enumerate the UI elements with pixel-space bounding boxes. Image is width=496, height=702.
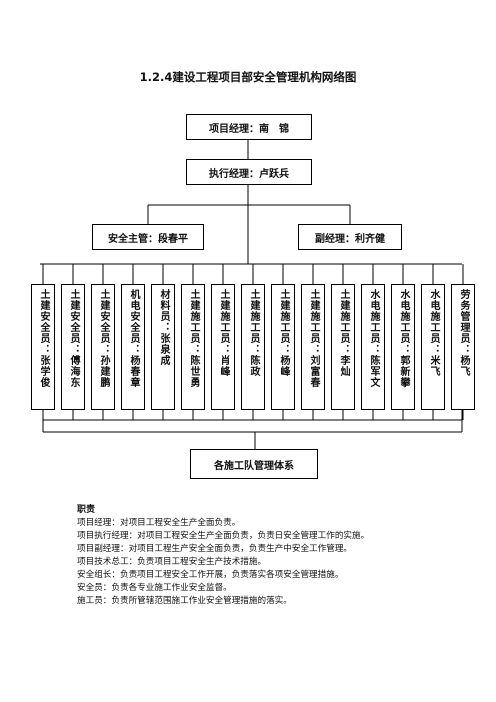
staff-box: 土建安全员：张学俊 [31, 284, 55, 410]
staff-label: 土建安全员：孙建鹏 [98, 289, 109, 388]
construction-teams-box: 各施工队管理体系 [190, 449, 318, 479]
deputy-manager-box: 副经理：利齐健 [298, 224, 402, 250]
staff-label: 材料员：张泉成 [158, 289, 169, 366]
staff-box: 水电施工员：郭新攀 [391, 284, 415, 410]
staff-box: 土建安全员：傅海东 [61, 284, 85, 410]
staff-label: 土建施工员：刘富春 [308, 289, 319, 388]
construction-teams-label: 各施工队管理体系 [214, 460, 294, 472]
duties-section: 职责 项目经理：对项目工程安全生产全面负责。 项目执行经理：对项目工程安全生产全… [77, 504, 369, 608]
duty-line: 安全员：负责各专业施工作业安全监督。 [77, 583, 232, 593]
duty-line: 项目技术总工：负责项目工程安全生产技术措施。 [77, 557, 267, 567]
staff-label: 土建施工员：陈政 [248, 289, 259, 377]
staff-box: 土建施工员：刘富春 [301, 284, 325, 410]
duties-heading: 职责 [77, 505, 96, 515]
deputy-manager-label: 副经理：利齐健 [315, 233, 385, 245]
executive-manager-label: 执行经理：卢跃兵 [209, 168, 289, 180]
duty-line: 项目经理：对项目工程安全生产全面负责。 [77, 518, 241, 528]
safety-chief-box: 安全主管：段春平 [92, 224, 204, 250]
duty-line: 安全组长：负责项目工程安全工作开展，负责落实各项安全管理措施。 [77, 570, 344, 580]
duty-line: 项目执行经理：对项目工程安全生产全面负责，负责日安全管理工作的实施。 [77, 531, 370, 541]
page-title: 1.2.4建设工程项目部安全管理机构网络图 [139, 70, 357, 84]
staff-label: 劳务管理员：杨飞 [458, 289, 469, 377]
staff-label: 土建施工员：陈世勇 [188, 289, 199, 388]
staff-box: 土建施工员：肖峰 [211, 284, 235, 410]
staff-label: 机电安全员：杨春章 [128, 289, 139, 388]
staff-box: 土建施工员：陈世勇 [181, 284, 205, 410]
staff-label: 水电施工员：陈军文 [368, 289, 379, 388]
staff-box: 土建施工员：李灿 [331, 284, 355, 410]
duty-line: 项目副经理：对项目工程生产安全全面负责，负责生产中安全工作管理。 [77, 544, 353, 554]
duty-line: 施工员：负责所管辖范围施工作业安全管理措施的落实。 [77, 596, 292, 606]
staff-box: 机电安全员：杨春章 [121, 284, 145, 410]
staff-box: 水电施工员：米飞 [421, 284, 445, 410]
staff-label: 土建施工员：李灿 [338, 289, 349, 377]
staff-box: 材料员：张泉成 [151, 284, 175, 410]
executive-manager-box: 执行经理：卢跃兵 [186, 159, 312, 185]
staff-label: 水电施工员：米飞 [428, 289, 439, 377]
project-manager-label: 项目经理：南 锦 [209, 123, 289, 135]
staff-label: 土建安全员：傅海东 [68, 289, 79, 388]
staff-box: 土建安全员：孙建鹏 [91, 284, 115, 410]
staff-box: 劳务管理员：杨飞 [451, 284, 475, 410]
staff-label: 水电施工员：郭新攀 [398, 289, 409, 388]
staff-label: 土建施工员：杨峰 [278, 289, 289, 377]
staff-label: 土建安全员：张学俊 [38, 289, 49, 388]
staff-box: 土建施工员：杨峰 [271, 284, 295, 410]
staff-label: 土建施工员：肖峰 [218, 289, 229, 377]
project-manager-box: 项目经理：南 锦 [186, 114, 312, 140]
safety-chief-label: 安全主管：段春平 [108, 233, 188, 245]
staff-box: 土建施工员：陈政 [241, 284, 265, 410]
staff-box: 水电施工员：陈军文 [361, 284, 385, 410]
